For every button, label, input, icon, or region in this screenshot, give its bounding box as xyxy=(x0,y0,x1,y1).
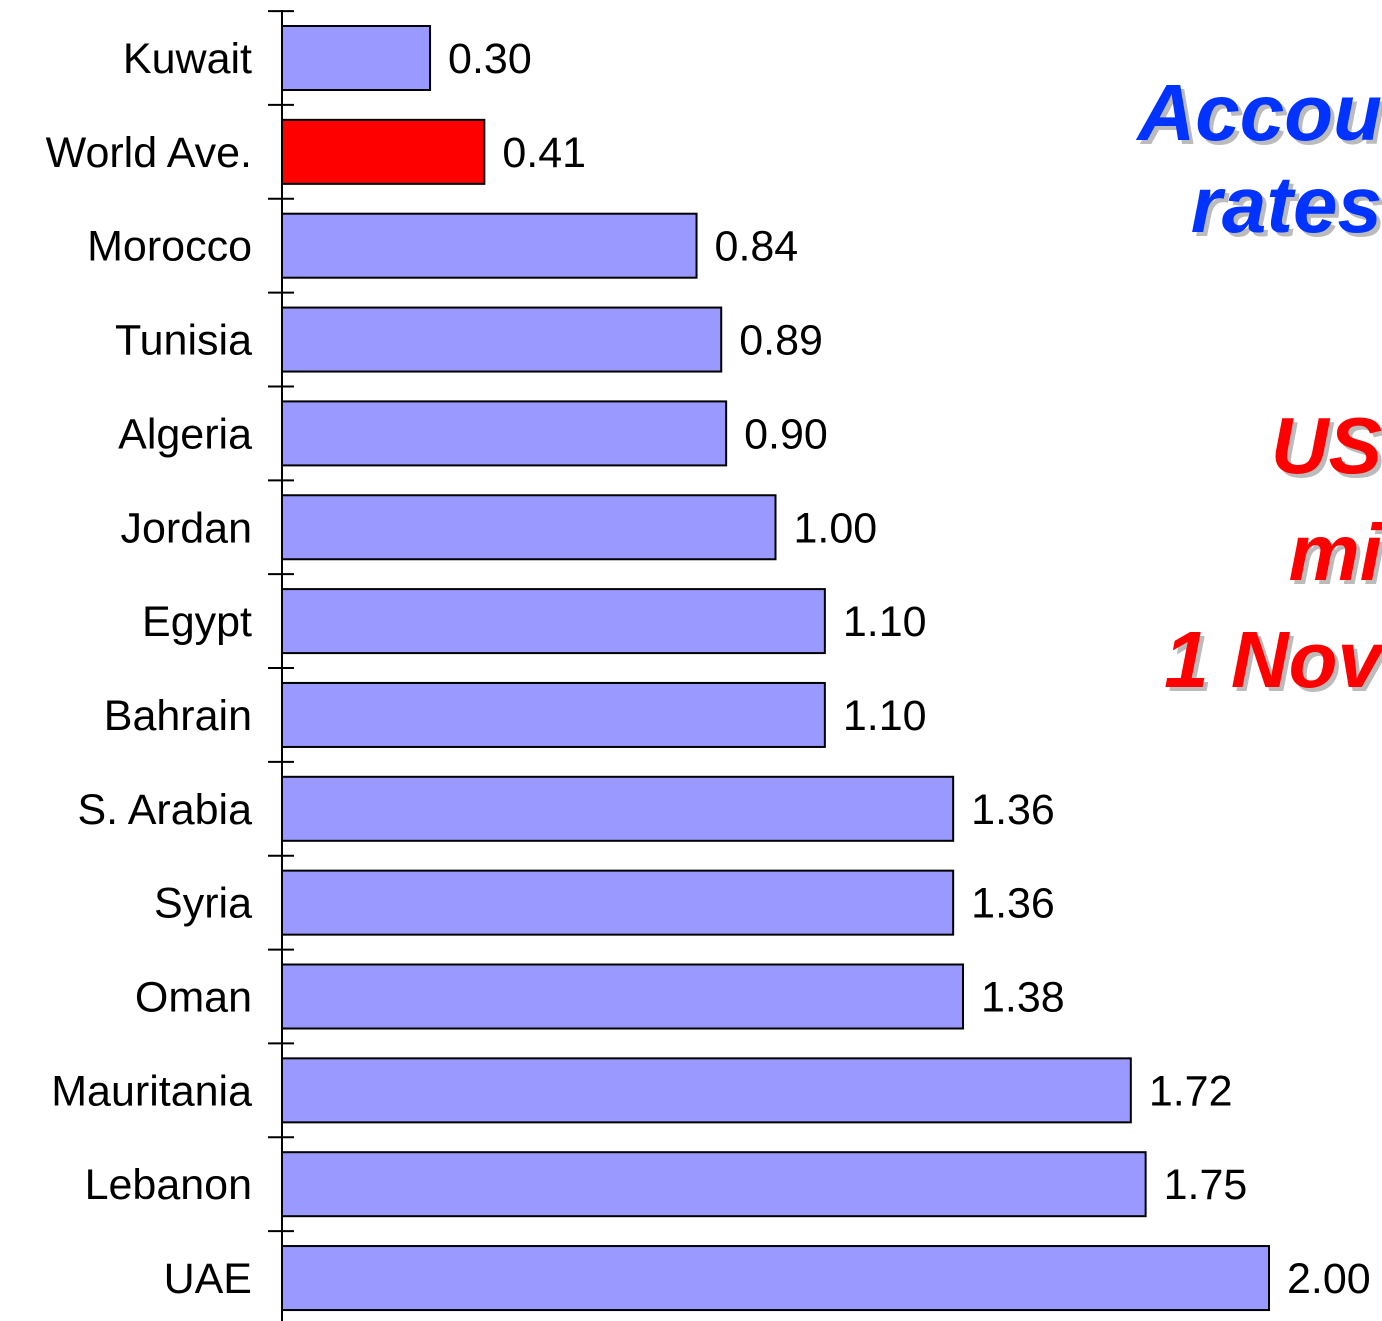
value-label: 0.41 xyxy=(502,129,586,177)
value-labels: 0.30 0.41 0.84 0.89 0.90 1.00 1.10 1.10 1.36 1.36… xyxy=(448,35,1371,1303)
bar-s-arabia xyxy=(281,775,955,842)
value-label: 0.30 xyxy=(448,35,532,83)
bar-world-ave xyxy=(281,118,486,185)
title-line-shadow: Accou xyxy=(1140,72,1382,161)
bar-morocco xyxy=(281,212,698,279)
value-label: 1.10 xyxy=(843,598,927,646)
title-line-shadow: 1 Nov xyxy=(1168,619,1382,708)
bars xyxy=(281,25,1270,1312)
value-label: 1.75 xyxy=(1164,1161,1248,1209)
title-line: mi xyxy=(1289,508,1382,597)
value-label: 1.10 xyxy=(843,692,927,740)
category-label: Algeria xyxy=(118,410,252,458)
category-label: UAE xyxy=(164,1255,252,1303)
bar-jordan xyxy=(281,494,777,561)
category-label: Syria xyxy=(154,880,252,928)
title-line-shadow: rates xyxy=(1195,164,1382,253)
category-axis xyxy=(268,10,294,1321)
category-label: Oman xyxy=(135,974,252,1022)
bar-mauritania xyxy=(281,1057,1132,1124)
value-label: 1.36 xyxy=(971,786,1055,834)
category-label: Egypt xyxy=(142,598,252,646)
value-label: 0.89 xyxy=(739,317,823,365)
bar-algeria xyxy=(281,400,728,467)
title-line: US xyxy=(1271,401,1382,490)
title-line-shadow: mi xyxy=(1293,512,1382,601)
bar-lebanon xyxy=(281,1151,1147,1218)
bar-uae xyxy=(281,1245,1270,1312)
bar-egypt xyxy=(281,588,826,655)
value-label: 1.00 xyxy=(794,504,878,552)
category-label: S. Arabia xyxy=(78,786,253,834)
title-line-shadow: US xyxy=(1275,405,1382,494)
value-label: 0.90 xyxy=(744,410,828,458)
category-label: Morocco xyxy=(87,223,252,271)
value-label: 0.84 xyxy=(715,223,799,271)
category-label: World Ave. xyxy=(46,129,252,177)
category-label: Lebanon xyxy=(85,1161,252,1209)
bar-oman xyxy=(281,963,965,1030)
title-line: 1 Nov xyxy=(1164,615,1382,704)
bar-bahrain xyxy=(281,681,826,748)
value-label: 1.36 xyxy=(971,880,1055,928)
value-label: 2.00 xyxy=(1287,1255,1371,1303)
title-line: rates xyxy=(1191,160,1382,249)
value-label: 1.38 xyxy=(981,974,1065,1022)
bar-kuwait xyxy=(281,25,432,91)
category-label: Kuwait xyxy=(123,35,252,83)
value-label: 1.72 xyxy=(1149,1067,1233,1115)
category-label: Jordan xyxy=(121,504,252,552)
bar-tunisia xyxy=(281,306,723,373)
category-label: Tunisia xyxy=(115,317,252,365)
bar-syria xyxy=(281,869,955,936)
title-line: Accou xyxy=(1136,68,1382,157)
category-label: Bahrain xyxy=(104,692,252,740)
category-label: Mauritania xyxy=(51,1067,252,1115)
